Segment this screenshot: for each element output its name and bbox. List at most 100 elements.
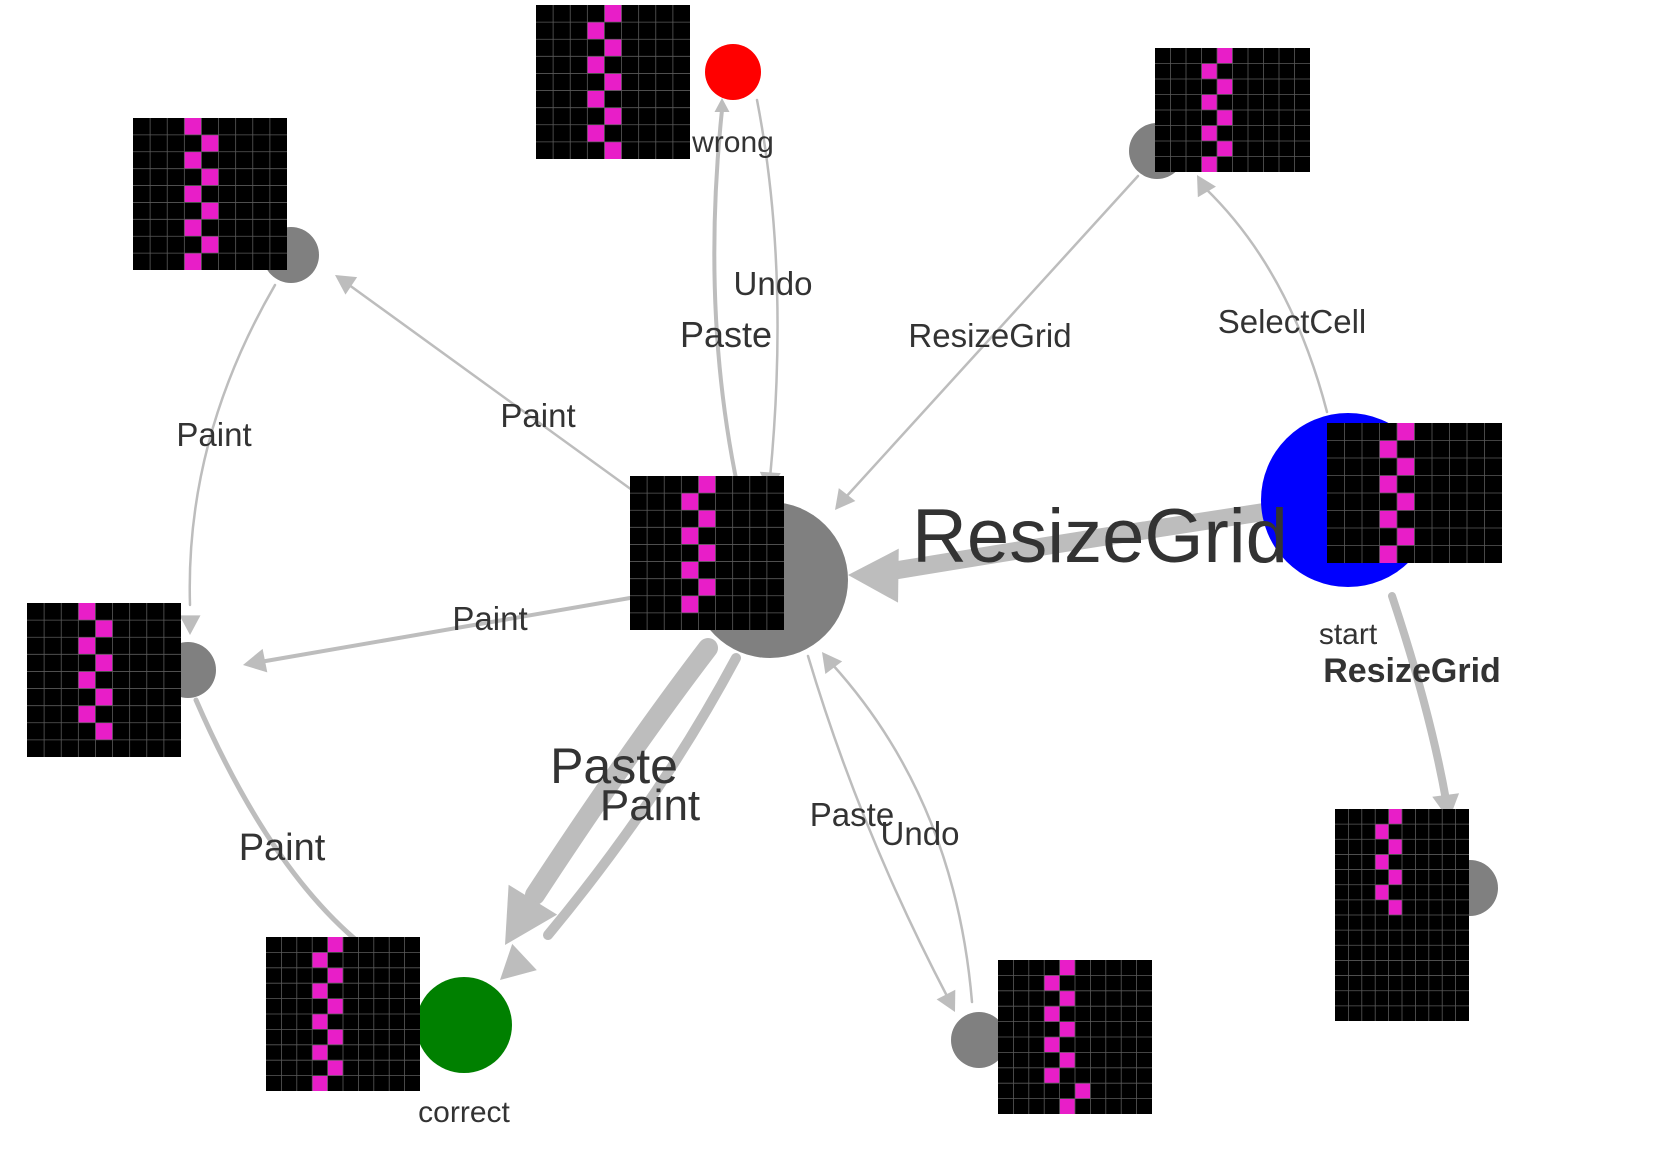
grid-cell-filled (1044, 1006, 1060, 1022)
edge-arrowhead (936, 989, 956, 1012)
grid-thumbnail (266, 937, 420, 1091)
edge-line (1203, 186, 1329, 414)
grid-thumbnail (536, 5, 690, 159)
grid-cell-filled (587, 22, 605, 40)
labels-layer: ResizeGridSelectCellResizeGridPasteUndoP… (176, 126, 1500, 1129)
grid-cell-filled (1075, 1083, 1091, 1099)
edge-arrowhead (179, 615, 201, 635)
grid-cell-filled (78, 603, 96, 621)
grid-cell-filled (698, 476, 716, 494)
grid-cell-filled (1375, 884, 1389, 900)
node-wrong[interactable] (536, 5, 761, 159)
grid-thumbnail (1327, 423, 1502, 563)
edge-label: Paint (452, 600, 527, 637)
edge-line (525, 638, 718, 905)
grid-cell-filled (95, 620, 113, 638)
grid-cell-filled (184, 185, 202, 203)
grid-cell-filled (95, 688, 113, 706)
edge-topright-center (835, 174, 1140, 510)
edge-label: Paste (810, 796, 894, 833)
grid-thumbnail (133, 118, 287, 270)
edge-line (806, 654, 950, 1000)
grid-cell-filled (1059, 990, 1075, 1007)
edge-arrowhead (243, 648, 268, 673)
grid-cell-filled (1397, 493, 1415, 511)
grid-cell-filled (1379, 440, 1397, 458)
edge-label: Paint (239, 827, 326, 869)
grid-cell-filled (184, 151, 202, 169)
grid-cell-filled (1059, 1052, 1075, 1068)
edge-arrowhead (822, 652, 843, 674)
node-label: wrong (691, 126, 774, 159)
node-top-right[interactable] (1129, 48, 1310, 179)
grid-cell-filled (681, 561, 699, 579)
grid-cell-filled (327, 1060, 343, 1076)
grid-thumbnail (630, 476, 784, 630)
grid-cell-filled (587, 124, 605, 142)
grid-cell-filled (78, 637, 96, 655)
grid-cell-filled (1375, 854, 1389, 870)
edge-left-correct (193, 697, 365, 948)
edge-arrowhead (335, 275, 358, 295)
node-circle[interactable] (705, 44, 761, 100)
node-center[interactable] (630, 476, 848, 658)
node-circle[interactable] (416, 977, 512, 1073)
node-correct[interactable] (266, 937, 512, 1091)
grid-cell-filled (1201, 125, 1217, 141)
node-bottom-mid[interactable] (951, 960, 1152, 1114)
grid-cell-filled (327, 967, 343, 984)
edge-arrowhead (714, 98, 730, 112)
grid-cell-filled (1217, 141, 1233, 157)
grid-cell-filled (698, 578, 716, 596)
edge-label: Paste (680, 314, 772, 355)
node-sublabel: ResizeGrid (1323, 652, 1501, 690)
grid-cell-filled (1397, 458, 1415, 476)
edge-line (258, 596, 632, 664)
edge-center-wrong (712, 98, 743, 504)
grid-thumbnail (1335, 809, 1469, 1021)
grid-cell-filled (95, 722, 113, 740)
grid-cell-filled (1217, 110, 1233, 126)
grid-cell-filled (1388, 869, 1402, 885)
grid-cell-filled (1388, 839, 1402, 855)
node-upper-left[interactable] (133, 118, 319, 283)
grid-cell-filled (184, 253, 202, 270)
grid-cell-filled (587, 56, 605, 74)
node-circle[interactable] (951, 1012, 1007, 1068)
node-label: correct (418, 1096, 510, 1129)
edge-start-center (848, 503, 1273, 603)
grid-cell-filled (312, 1014, 328, 1030)
grid-cell-filled (327, 998, 343, 1014)
grid-cell-filled (327, 1029, 343, 1045)
grid-cell-filled (201, 202, 219, 220)
grid-cell-filled (1044, 1067, 1060, 1084)
grid-cell-filled (1397, 423, 1415, 441)
node-label: start (1319, 618, 1378, 651)
node-bottom-right[interactable] (1335, 809, 1498, 1021)
grid-cell-filled (327, 937, 343, 953)
edge-center-correct-paint (500, 653, 741, 980)
edge-label: ResizeGrid (908, 317, 1071, 354)
grid-cell-filled (1059, 1098, 1075, 1114)
edge-label: Undo (734, 265, 813, 302)
edge-label: Paste (550, 738, 678, 794)
edge-line (712, 108, 743, 504)
grid-cell-filled (1201, 156, 1217, 172)
grid-cell-filled (681, 595, 699, 613)
node-left[interactable] (27, 603, 216, 757)
edge-arrowhead (500, 943, 537, 980)
edge-bottommid-center (822, 652, 974, 1004)
grid-thumbnail (1155, 48, 1310, 172)
edge-line (543, 653, 741, 940)
edge-label: ResizeGrid (912, 494, 1288, 579)
node-start[interactable] (1261, 413, 1502, 587)
grid-cell-filled (604, 107, 622, 125)
grid-cell-filled (698, 544, 716, 562)
grid-cell-filled (1379, 545, 1397, 563)
grid-cell-filled (604, 39, 622, 57)
grid-cell-filled (1379, 510, 1397, 528)
grid-cell-filled (681, 527, 699, 545)
grid-cell-filled (201, 134, 219, 152)
edge-center-bottommid (806, 654, 956, 1012)
grid-cell-filled (78, 705, 96, 723)
